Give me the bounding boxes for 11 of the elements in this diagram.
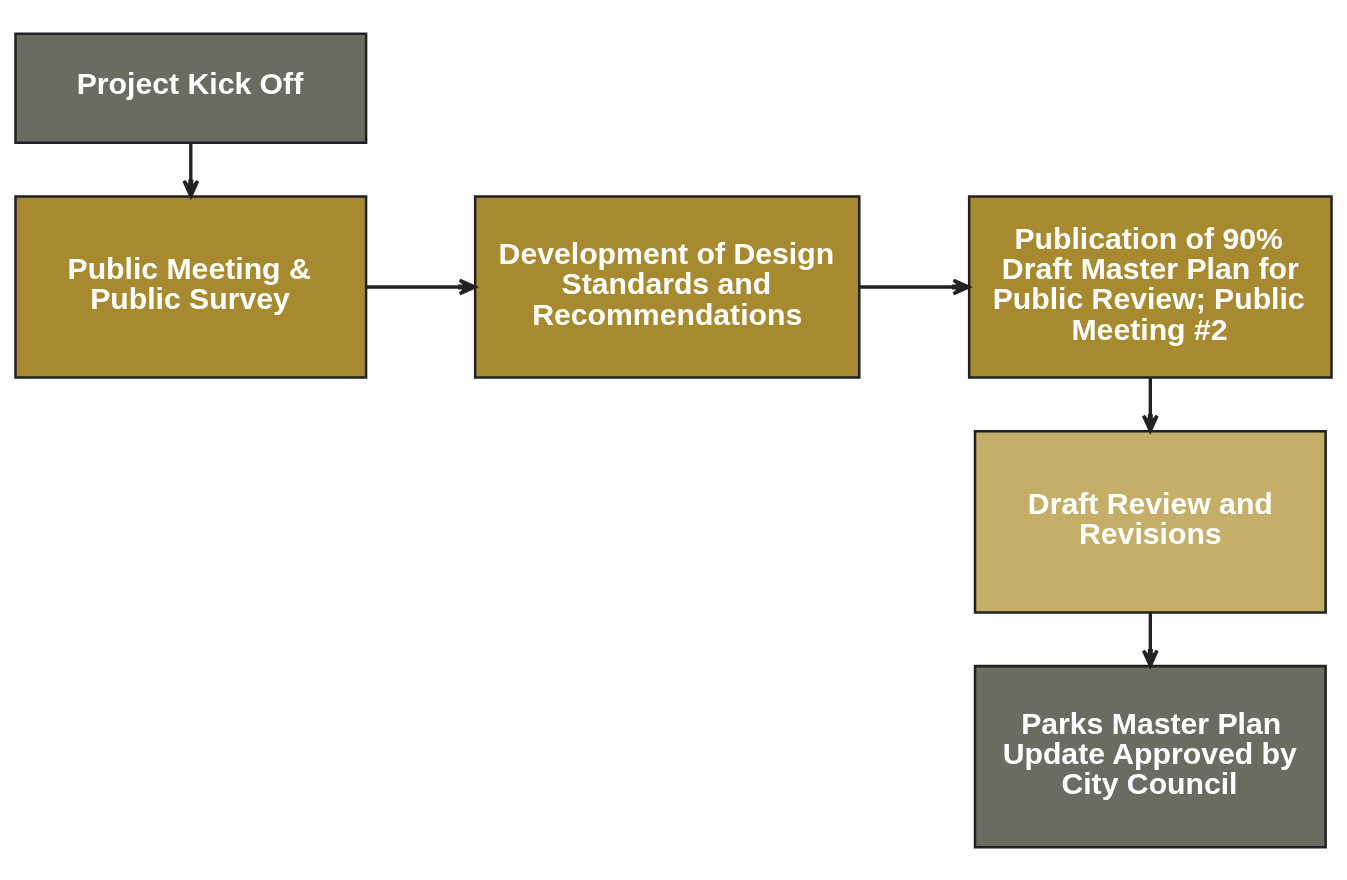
node-box: Project Kick Off xyxy=(14,31,368,144)
arrow xyxy=(366,278,477,295)
node-box: Parks Master Plan Update Approved by City Council xyxy=(973,664,1327,849)
arrow xyxy=(1141,612,1159,667)
node-box: Draft Review and Revisions xyxy=(973,429,1327,614)
arrow xyxy=(859,278,971,295)
node-box: Public Meeting & Public Survey xyxy=(14,194,368,379)
node-box: Development of Design Standards and Recommendations xyxy=(473,194,861,379)
node-box: Publication of 90% Draft Master Plan for Public Review; Public Meeting #2 xyxy=(967,194,1333,379)
arrow xyxy=(1141,377,1159,433)
arrow xyxy=(182,142,200,198)
